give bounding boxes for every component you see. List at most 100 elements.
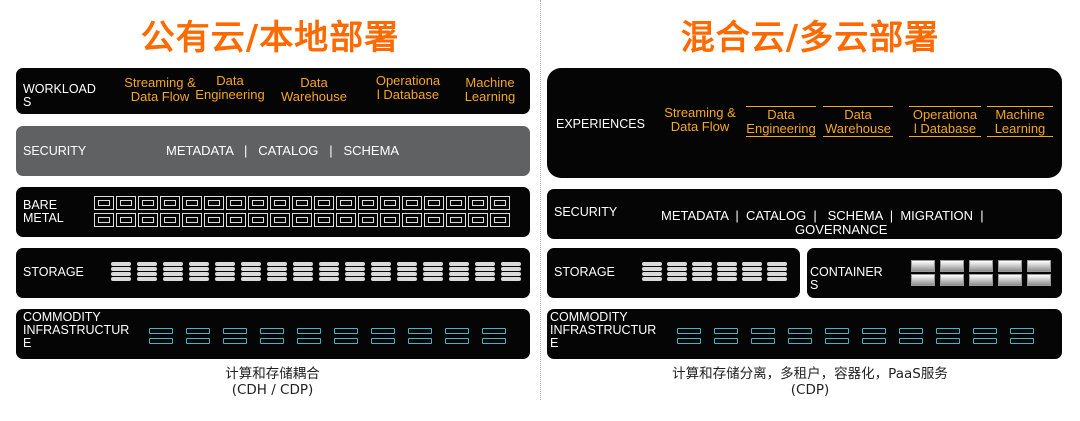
cpu-chip-icon (182, 213, 202, 227)
cpu-chip-icon (446, 213, 466, 227)
cpu-chip-icon (226, 213, 246, 227)
right-workload-3: Operationa l Database (909, 106, 981, 137)
right-governance-text: GOVERNANCE (795, 222, 888, 237)
disk-stack-icon (667, 262, 687, 281)
right-storage-box: STORAGE (547, 248, 800, 298)
cpu-chip-icon (182, 196, 202, 210)
container-icon (940, 260, 964, 272)
server-rack-icon (149, 328, 173, 334)
server-rack-icon (899, 338, 923, 344)
disk-stack-icon (717, 262, 737, 281)
disk-stack-icon (449, 262, 469, 281)
server-rack-icon (862, 338, 886, 344)
left-workloads-box: WORKLOAD S Streaming & Data Flow Data En… (16, 68, 530, 114)
cpu-chip-icon (314, 196, 334, 210)
disk-stack-icon (742, 262, 762, 281)
right-infra-box: COMMODITY INFRASTRUCTUR E (547, 309, 1062, 359)
left-caption: 计算和存储耦合 (CDH / CDP) (225, 366, 320, 398)
server-rack-icon (788, 338, 812, 344)
left-storage-label: STORAGE (23, 265, 84, 279)
server-rack-icon (371, 338, 395, 344)
left-bare-metal-box: BARE METAL (16, 187, 530, 237)
server-rack-icon (371, 328, 395, 334)
right-container-label: CONTAINER S (810, 265, 883, 292)
server-rack-icon (223, 338, 247, 344)
left-workload-0: Streaming & Data Flow (124, 75, 196, 104)
disk-stack-icon (371, 262, 391, 281)
disk-stack-icon (267, 262, 287, 281)
right-workload-1: Data Engineering (746, 106, 816, 137)
cpu-chip-icon (402, 196, 422, 210)
cpu-chip-icon (138, 213, 158, 227)
server-rack-icon (751, 328, 775, 334)
disk-stack-icon (397, 262, 417, 281)
server-rack-icon (1010, 328, 1034, 334)
server-rack-icon (297, 328, 321, 334)
cpu-chip-icon (314, 213, 334, 227)
container-icon (940, 274, 964, 286)
cpu-chip-icon (292, 213, 312, 227)
cpu-chip-icon (270, 196, 290, 210)
right-workload-2: Data Warehouse (823, 106, 893, 137)
cpu-chip-icon (380, 213, 400, 227)
right-title: 混合云/多云部署 (680, 18, 940, 58)
left-metadata-text: METADATA | CATALOG | SCHEMA (166, 143, 400, 158)
cpu-chip-icon (490, 213, 510, 227)
container-icon (911, 260, 935, 272)
left-storage-box: STORAGE (16, 248, 530, 298)
server-rack-icon (260, 338, 284, 344)
server-rack-icon (714, 328, 738, 334)
server-rack-icon (260, 328, 284, 334)
disk-stack-icon (111, 262, 131, 281)
cpu-chip-icon (424, 213, 444, 227)
disk-stack-icon (475, 262, 495, 281)
server-rack-icon (408, 338, 432, 344)
server-rack-icon (788, 328, 812, 334)
right-workload-0: Streaming & Data Flow (664, 105, 736, 134)
server-rack-icon (825, 338, 849, 344)
server-rack-icon (936, 338, 960, 344)
disk-stack-icon (319, 262, 339, 281)
server-rack-icon (186, 338, 210, 344)
disk-stack-icon (189, 262, 209, 281)
cpu-chip-icon (424, 196, 444, 210)
disk-stack-icon (345, 262, 365, 281)
container-icon (911, 274, 935, 286)
left-workload-1: Data Engineering (195, 73, 265, 102)
disk-stack-icon (241, 262, 261, 281)
cpu-chip-icon (94, 196, 114, 210)
cpu-chip-icon (94, 213, 114, 227)
container-icon (998, 274, 1022, 286)
server-rack-icon (751, 338, 775, 344)
cpu-chip-icon (358, 213, 378, 227)
server-rack-icon (936, 328, 960, 334)
cpu-chip-icon (402, 213, 422, 227)
right-workload-4: Machine Learning (987, 106, 1053, 137)
cpu-chip-icon (468, 196, 488, 210)
cpu-chip-icon (160, 196, 180, 210)
disk-stack-icon (163, 262, 183, 281)
left-infra-label: COMMODITY INFRASTRUCTUR E (23, 310, 130, 350)
disk-stack-icon (137, 262, 157, 281)
cpu-chip-icon (204, 213, 224, 227)
center-divider (540, 0, 541, 400)
server-rack-icon (445, 338, 469, 344)
cpu-chip-icon (380, 196, 400, 210)
cpu-chip-icon (336, 196, 356, 210)
server-rack-icon (334, 338, 358, 344)
disk-stack-icon (293, 262, 313, 281)
server-rack-icon (408, 328, 432, 334)
right-security-label: SECURITY (554, 205, 618, 219)
server-rack-icon (714, 338, 738, 344)
left-security-label: SECURITY (23, 144, 87, 158)
cpu-chip-icon (270, 213, 290, 227)
cpu-chip-icon (336, 213, 356, 227)
right-metadata-text: METADATA | CATALOG | SCHEMA | MIGRATION … (661, 208, 984, 223)
left-workload-2: Data Warehouse (281, 75, 347, 104)
left-title: 公有云/本地部署 (140, 18, 400, 58)
right-security-box: SECURITY METADATA | CATALOG | SCHEMA | M… (547, 189, 1062, 239)
server-rack-icon (334, 328, 358, 334)
server-rack-icon (297, 338, 321, 344)
disk-stack-icon (767, 262, 787, 281)
disk-stack-icon (215, 262, 235, 281)
